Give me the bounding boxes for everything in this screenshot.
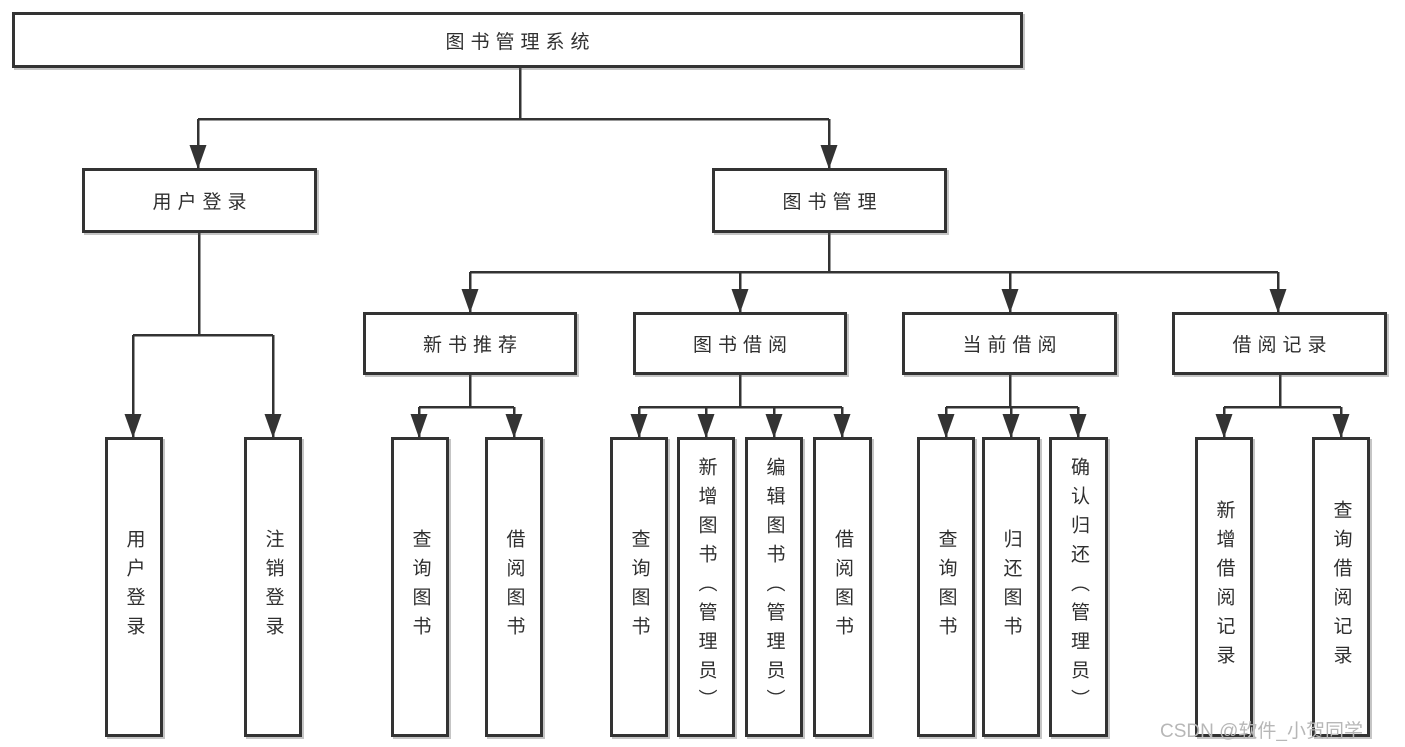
node-label: 借阅记录 bbox=[1232, 335, 1333, 356]
arrow-down-icon bbox=[765, 414, 783, 438]
node-book-borrow: 图书借阅 bbox=[633, 312, 847, 375]
leaf-query-books-recommend: 查询图书 bbox=[391, 437, 449, 737]
leaf-label: 借阅图书 bbox=[503, 529, 525, 645]
leaf-query-books-current: 查询图书 bbox=[917, 437, 975, 737]
node-label: 新书推荐 bbox=[422, 335, 523, 356]
node-label: 图书借阅 bbox=[692, 335, 793, 356]
node-label: 图书管理系统 bbox=[445, 31, 596, 53]
leaf-label: 确认归还（管理员） bbox=[1068, 456, 1089, 718]
leaf-add-book-admin: 新增图书（管理员） bbox=[677, 437, 735, 737]
leaf-label: 借阅图书 bbox=[832, 529, 853, 645]
leaf-label: 新增图书（管理员） bbox=[695, 456, 717, 718]
arrow-down-icon bbox=[937, 414, 955, 438]
arrow-down-icon bbox=[1069, 414, 1087, 438]
arrow-down-icon bbox=[461, 289, 479, 313]
leaf-label: 查询图书 bbox=[628, 529, 650, 645]
leaf-query-borrow-record: 查询借阅记录 bbox=[1312, 437, 1370, 737]
leaf-label: 归还图书 bbox=[1000, 529, 1022, 645]
leaf-label: 查询图书 bbox=[409, 529, 431, 645]
arrow-down-icon bbox=[189, 145, 207, 169]
csdn-watermark: CSDN @软件_小贺同学 bbox=[1160, 721, 1363, 742]
leaf-add-borrow-record: 新增借阅记录 bbox=[1195, 437, 1253, 737]
arrow-down-icon bbox=[1332, 414, 1350, 438]
arrow-down-icon bbox=[833, 414, 851, 438]
node-new-book-recommend: 新书推荐 bbox=[363, 312, 577, 375]
node-user-login: 用户登录 bbox=[82, 168, 317, 233]
arrow-down-icon bbox=[630, 414, 648, 438]
leaf-borrow-books-recommend: 借阅图书 bbox=[485, 437, 543, 737]
leaf-return-book: 归还图书 bbox=[982, 437, 1040, 737]
leaf-edit-book-admin: 编辑图书（管理员） bbox=[745, 437, 803, 737]
leaf-label: 新增借阅记录 bbox=[1213, 500, 1235, 674]
node-label: 当前借阅 bbox=[962, 335, 1063, 356]
leaf-user-login: 用户登录 bbox=[105, 437, 163, 737]
arrow-down-icon bbox=[1002, 414, 1020, 438]
arrow-down-icon bbox=[731, 289, 749, 313]
leaf-label: 注销登录 bbox=[262, 529, 284, 645]
node-label: 用户登录 bbox=[152, 192, 253, 213]
leaf-label: 编辑图书（管理员） bbox=[763, 456, 785, 718]
arrow-down-icon bbox=[505, 414, 523, 438]
connector-paths bbox=[131, 68, 1343, 437]
node-borrow-records: 借阅记录 bbox=[1172, 312, 1387, 375]
leaf-borrow-books-borrow: 借阅图书 bbox=[813, 437, 872, 737]
node-current-borrow: 当前借阅 bbox=[902, 312, 1117, 375]
leaf-logout: 注销登录 bbox=[244, 437, 302, 737]
leaf-label: 查询借阅记录 bbox=[1330, 500, 1352, 674]
arrow-down-icon bbox=[410, 414, 428, 438]
node-root-system: 图书管理系统 bbox=[12, 12, 1023, 68]
arrow-down-icon bbox=[697, 414, 715, 438]
leaf-label: 用户登录 bbox=[123, 529, 145, 645]
arrow-down-icon bbox=[264, 414, 282, 438]
node-book-management: 图书管理 bbox=[712, 168, 947, 233]
arrow-down-icon bbox=[124, 414, 142, 438]
arrow-down-icons bbox=[124, 145, 1350, 438]
arrow-down-icon bbox=[1269, 289, 1287, 313]
arrow-down-icon bbox=[1001, 289, 1019, 313]
leaf-label: 查询图书 bbox=[935, 529, 957, 645]
leaf-confirm-return-admin: 确认归还（管理员） bbox=[1049, 437, 1108, 737]
arrow-down-icon bbox=[1215, 414, 1233, 438]
arrow-down-icon bbox=[820, 145, 838, 169]
node-label: 图书管理 bbox=[782, 192, 883, 213]
leaf-query-books-borrow: 查询图书 bbox=[610, 437, 668, 737]
